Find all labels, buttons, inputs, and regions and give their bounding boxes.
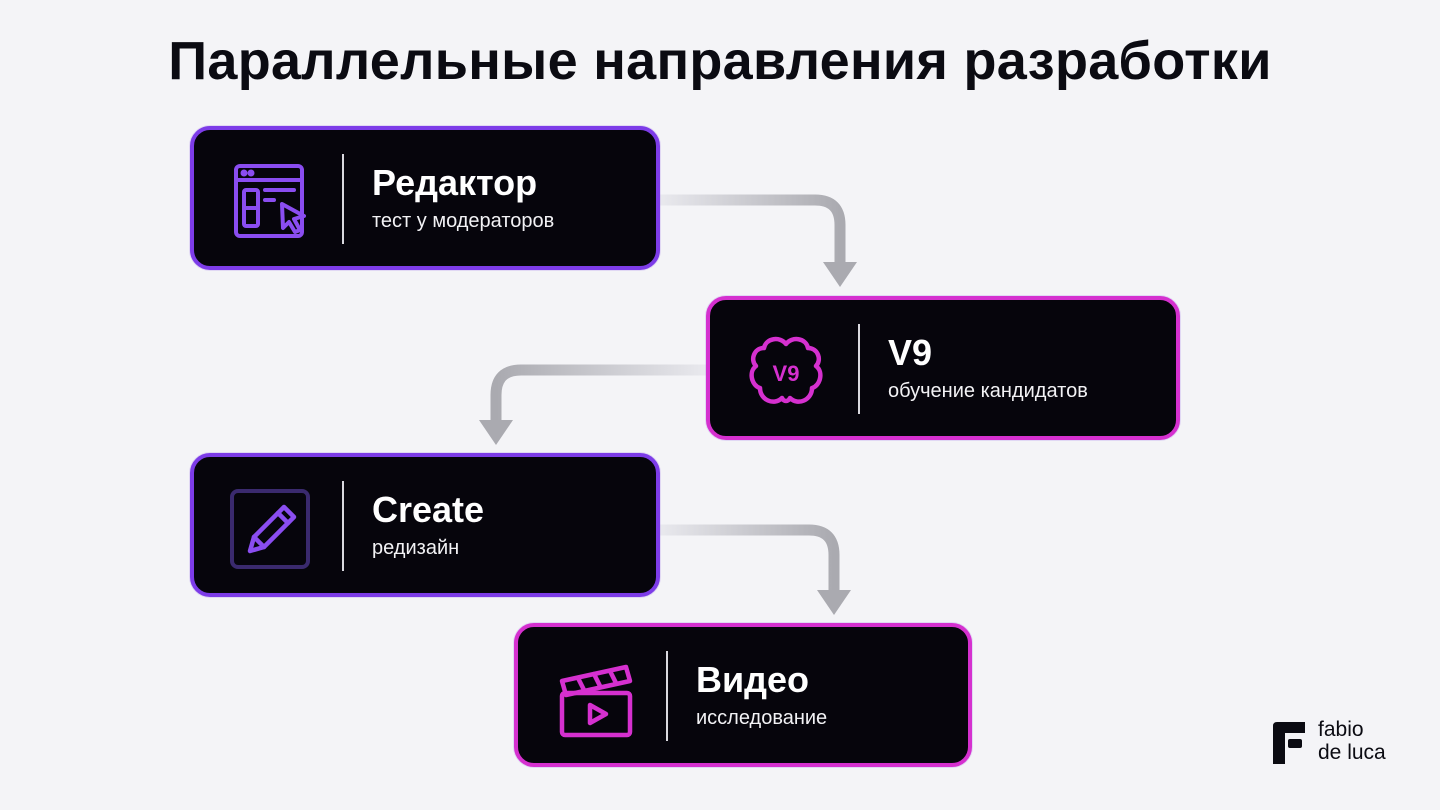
card-title: Видео bbox=[696, 659, 809, 700]
card-divider bbox=[666, 651, 668, 741]
pencil-square-icon bbox=[228, 487, 312, 571]
connector-create-to-video bbox=[660, 524, 851, 615]
card-description: тест у модераторов bbox=[372, 210, 555, 232]
card-title: Create bbox=[372, 489, 485, 530]
card-description: редизайн bbox=[372, 537, 460, 559]
editor-window-cursor-icon bbox=[228, 160, 312, 244]
card-description: обучение кандидатов bbox=[888, 380, 1088, 402]
card-description: исследование bbox=[696, 707, 828, 729]
brand-f-icon bbox=[1273, 722, 1305, 764]
card-title: V9 bbox=[888, 332, 933, 373]
card-video: Видео исследование bbox=[514, 623, 972, 767]
svg-text:V9: V9 bbox=[773, 361, 800, 386]
page-title: Параллельные направления разработки bbox=[168, 31, 1272, 91]
brain-v9-icon: V9 bbox=[744, 330, 828, 414]
connector-editor-to-v9 bbox=[660, 194, 857, 287]
card-editor: Редактор тест у модераторов bbox=[190, 126, 660, 270]
card-create: Create редизайн bbox=[190, 453, 660, 597]
brand-line-1: fabio bbox=[1318, 718, 1364, 741]
card-divider bbox=[858, 324, 860, 414]
card-v9: V9 V9 обучение кандидатов bbox=[706, 296, 1180, 440]
connector-v9-to-create bbox=[479, 364, 706, 445]
card-divider bbox=[342, 481, 344, 571]
card-divider bbox=[342, 154, 344, 244]
clapperboard-play-icon bbox=[554, 657, 638, 741]
brand-line-2: de luca bbox=[1318, 741, 1386, 764]
card-title: Редактор bbox=[372, 162, 538, 203]
